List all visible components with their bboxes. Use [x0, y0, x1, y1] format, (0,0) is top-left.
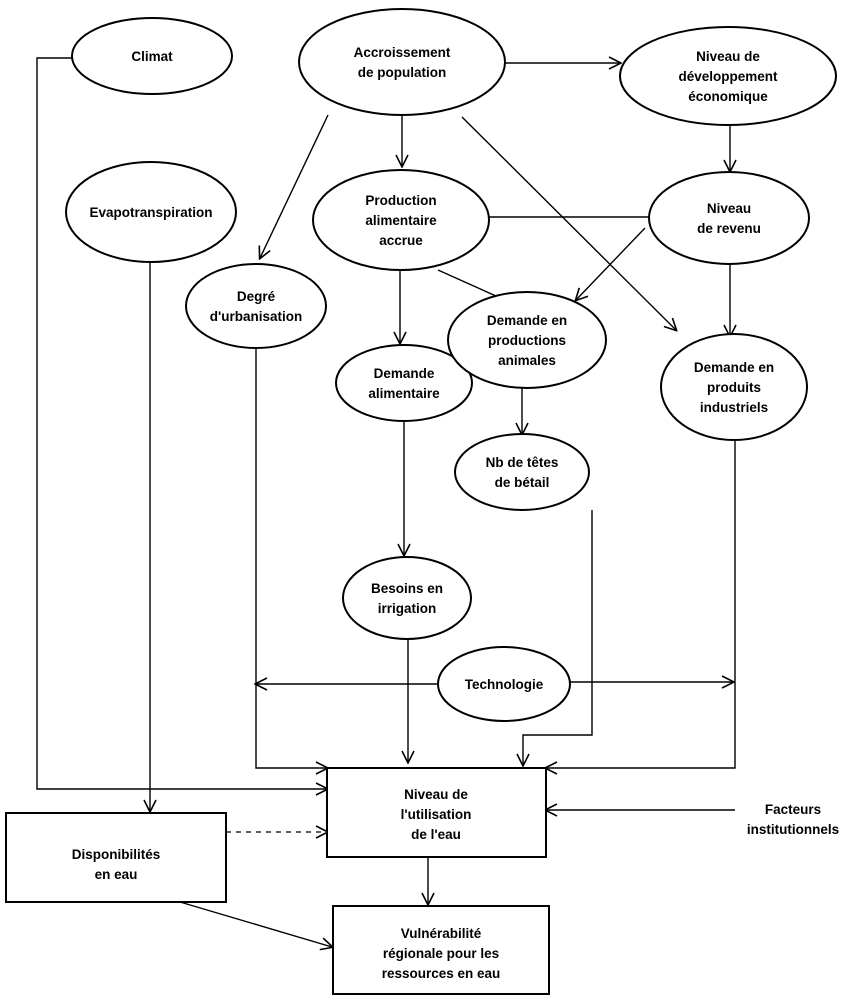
node-disponibilites-eau-label: Disponibilités en eau: [72, 847, 161, 882]
node-niveau-developpement: Niveau de développement économique: [619, 26, 837, 126]
node-facteurs-institutionnels: Facteurs institutionnels: [747, 802, 839, 837]
node-production-alimentaire-label: Production alimentaire accrue: [365, 193, 437, 248]
label-line: de revenu: [697, 221, 761, 236]
node-technologie-label: Technologie: [465, 677, 544, 692]
label-line: alimentaire: [368, 386, 440, 401]
edge-climat-to-utilisation: [36, 57, 327, 789]
node-climat: Climat: [71, 17, 233, 95]
label-line: ressources en eau: [382, 966, 501, 981]
node-besoins-irrigation: Besoins en irrigation: [342, 556, 472, 640]
node-facteurs-institutionnels-label: Facteurs institutionnels: [747, 802, 839, 837]
label-line: Niveau de: [404, 787, 468, 802]
node-demande-productions-animales-label: Demande en productions animales: [487, 313, 567, 368]
label-line: Disponibilités: [72, 847, 161, 862]
node-disponibilites-eau: Disponibilités en eau: [5, 812, 227, 903]
label-line: Evapotranspiration: [89, 205, 212, 220]
node-demande-produits-industriels: Demande en produits industriels: [660, 333, 808, 441]
edge-population-to-urbanisation: [260, 114, 329, 258]
node-accroissement-population: Accroissement de population: [298, 8, 506, 116]
label-line: régionale pour les: [383, 946, 499, 961]
edge-betail-to-utilisation: [523, 510, 593, 765]
node-production-alimentaire: Production alimentaire accrue: [312, 169, 490, 271]
label-line: Niveau: [707, 201, 751, 216]
label-line: Demande: [374, 366, 435, 381]
edge-population-to-industriels: [461, 116, 676, 330]
node-besoins-irrigation-label: Besoins en irrigation: [371, 581, 443, 616]
label-line: Besoins en: [371, 581, 443, 596]
label-line: économique: [688, 89, 768, 104]
label-line: Niveau de: [696, 49, 760, 64]
label-line: d'urbanisation: [210, 309, 302, 324]
label-line: accrue: [379, 233, 423, 248]
node-degre-urbanisation-label: Degré d'urbanisation: [210, 289, 302, 324]
label-line: développement: [678, 69, 778, 84]
label-line: en eau: [95, 867, 138, 882]
edge-industriels-to-utilisation: [546, 440, 736, 768]
label-line: de l'eau: [411, 827, 461, 842]
label-line: produits: [707, 380, 761, 395]
node-nb-tetes-betail: Nb de têtes de bétail: [454, 433, 590, 511]
label-line: institutionnels: [747, 822, 839, 837]
node-technologie: Technologie: [437, 646, 571, 722]
node-demande-alimentaire-label: Demande alimentaire: [368, 366, 440, 401]
node-climat-label: Climat: [131, 49, 173, 64]
label-line: Technologie: [465, 677, 544, 692]
label-line: Production: [365, 193, 436, 208]
node-demande-productions-animales: Demande en productions animales: [447, 291, 607, 389]
label-line: productions: [488, 333, 566, 348]
edge-urbanisation-to-utilisation: [255, 330, 327, 768]
label-line: Demande en: [694, 360, 774, 375]
label-line: de bétail: [495, 475, 550, 490]
label-line: alimentaire: [365, 213, 437, 228]
label-line: Nb de têtes: [486, 455, 559, 470]
node-vulnerabilite-regionale-label: Vulnérabilité régionale pour les ressource…: [382, 926, 501, 981]
node-nb-tetes-betail-label: Nb de têtes de bétail: [486, 455, 559, 490]
node-niveau-revenu-label: Niveau de revenu: [697, 201, 761, 236]
node-accroissement-population-label: Accroissement de population: [354, 45, 451, 80]
label-line: Facteurs: [765, 802, 821, 817]
label-line: de population: [358, 65, 447, 80]
node-niveau-revenu: Niveau de revenu: [648, 171, 810, 265]
node-demande-alimentaire: Demande alimentaire: [335, 344, 473, 422]
node-vulnerabilite-regionale: Vulnérabilité régionale pour les ressource…: [332, 905, 550, 995]
node-degre-urbanisation: Degré d'urbanisation: [185, 263, 327, 349]
label-line: Demande en: [487, 313, 567, 328]
label-line: industriels: [700, 400, 768, 415]
node-evapotranspiration: Evapotranspiration: [65, 161, 237, 263]
node-niveau-utilisation-eau-label: Niveau de l'utilisation de l'eau: [401, 787, 472, 842]
label-line: irrigation: [378, 601, 437, 616]
edge-production-animales: [437, 269, 497, 297]
label-line: Accroissement: [354, 45, 451, 60]
edge-disponibilites-to-vulnerabilite: [179, 901, 332, 947]
label-line: l'utilisation: [401, 807, 472, 822]
label-line: Climat: [131, 49, 173, 64]
edge-revenu-to-animales: [576, 227, 646, 300]
node-evapotranspiration-label: Evapotranspiration: [89, 205, 212, 220]
label-line: Degré: [237, 289, 276, 304]
node-niveau-developpement-label: Niveau de développement économique: [678, 49, 778, 104]
label-line: animales: [498, 353, 556, 368]
edges: [36, 57, 736, 947]
label-line: Vulnérabilité: [401, 926, 482, 941]
node-demande-produits-industriels-label: Demande en produits industriels: [694, 360, 774, 415]
node-niveau-utilisation-eau: Niveau de l'utilisation de l'eau: [326, 767, 547, 858]
